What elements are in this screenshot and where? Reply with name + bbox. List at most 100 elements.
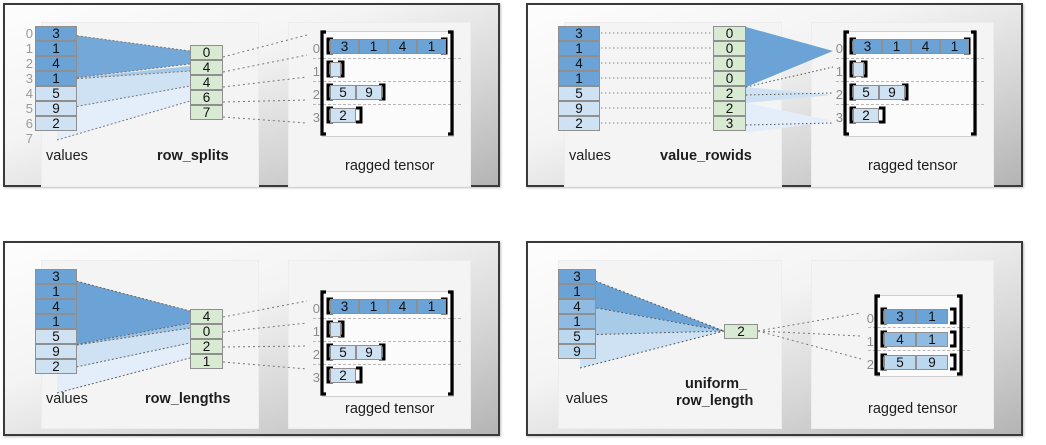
tensor-row-index: 2: [866, 357, 874, 372]
tensor-row-separator: [868, 327, 970, 328]
value-index-1: 1: [25, 41, 33, 56]
encoding-label: row_lengths: [145, 391, 231, 407]
tensor-cell: 1: [417, 299, 446, 314]
tensor-row-index: 1: [866, 334, 874, 349]
tensor-row-index: 0: [866, 311, 874, 326]
encoding-cell: 1: [190, 354, 223, 369]
tensor-cell: 1: [916, 309, 948, 324]
encoding-cell: 4: [190, 309, 223, 324]
panel-uniform-row-length: 3 1 4 1 5 9 2 0 1 2 3 1 4 1 5 9: [526, 241, 1023, 436]
value-cell: 3: [35, 26, 77, 41]
tensor-cell: 5: [884, 355, 916, 370]
value-index-4: 4: [25, 86, 33, 101]
encoding-cell: 4: [190, 60, 223, 75]
encoding-cell: 0: [190, 45, 223, 60]
tensor-cell: 4: [884, 332, 916, 347]
tensor-row-index: 2: [835, 87, 843, 102]
tensor-cell: 3: [330, 299, 359, 314]
values-label: values: [46, 148, 88, 164]
tensor-cell: 1: [882, 39, 911, 54]
tensor-row-separator: [836, 81, 984, 82]
tensor-row-index: 1: [312, 324, 320, 339]
value-cell: 1: [558, 41, 600, 56]
tensor-label: ragged tensor: [345, 401, 435, 417]
tensor-row-index: 1: [835, 64, 843, 79]
tensor-cell: 5: [330, 85, 356, 100]
value-cell: 5: [35, 86, 77, 101]
tensor-row-separator: [313, 104, 461, 105]
tensor-row-index: 3: [312, 370, 320, 385]
encoding-label: row_splits: [157, 148, 229, 164]
panel-row-lengths: 3 1 4 1 5 9 2 4 0 2 1 0 1 2 3: [3, 241, 500, 436]
value-cell: 9: [558, 101, 600, 116]
encoding-cell: 2: [724, 324, 758, 339]
value-cell: 5: [35, 329, 77, 344]
encoding-cell: 3: [713, 116, 746, 131]
value-index-2: 2: [25, 56, 33, 71]
value-cell: 5: [558, 329, 596, 344]
value-cell: 2: [35, 116, 77, 131]
tensor-cell: 1: [359, 299, 388, 314]
value-cell: 9: [35, 344, 77, 359]
tensor-cell: 3: [330, 39, 359, 54]
encoding-cell: 2: [713, 86, 746, 101]
encoding-cell: 6: [190, 90, 223, 105]
tensor-cell: 1: [940, 39, 969, 54]
tensor-label: ragged tensor: [868, 401, 958, 417]
tensor-row-separator: [313, 318, 461, 319]
values-label: values: [46, 391, 88, 407]
value-cell: 1: [558, 284, 596, 299]
tensor-cell: 1: [417, 39, 446, 54]
value-cell: 4: [558, 299, 596, 314]
value-index-0: 0: [25, 26, 33, 41]
value-cell: 3: [35, 269, 77, 284]
tensor-cell: 9: [356, 85, 382, 100]
encoding-label: value_rowids: [660, 148, 752, 164]
value-cell: 1: [558, 314, 596, 329]
tensor-empty-row-marker: [330, 62, 341, 77]
tensor-label: ragged tensor: [868, 158, 958, 174]
encoding-cell: 0: [190, 324, 223, 339]
tensor-empty-row-marker: [330, 322, 341, 337]
tensor-row-index: 0: [312, 41, 320, 56]
values-label: values: [566, 391, 608, 407]
value-index-6: 6: [25, 116, 33, 131]
value-cell: 4: [35, 56, 77, 71]
tensor-row-index: 1: [312, 64, 320, 79]
encoding-cell: 0: [713, 56, 746, 71]
tensor-cell: 5: [330, 345, 356, 360]
encoding-cell: 0: [713, 71, 746, 86]
encoding-cell: 0: [713, 26, 746, 41]
value-cell: 5: [558, 86, 600, 101]
tensor-row-separator: [313, 58, 461, 59]
tensor-row-index: 3: [835, 110, 843, 125]
tensor-empty-row-marker: [853, 62, 864, 77]
panel-row-splits: 0 1 2 3 4 5 6 7 3 1 4: [3, 3, 500, 187]
value-index-5: 5: [25, 101, 33, 116]
tensor-row-separator: [836, 104, 984, 105]
values-label: values: [569, 148, 611, 164]
encoding-label-line2: row_length: [676, 393, 754, 409]
tensor-cell: 4: [911, 39, 940, 54]
value-cell: 9: [558, 344, 596, 359]
tensor-row-index: 3: [312, 110, 320, 125]
encoding-cell: 4: [190, 75, 223, 90]
value-cell: 4: [35, 299, 77, 314]
tensor-row-index: 0: [312, 301, 320, 316]
tensor-cell: 5: [853, 85, 879, 100]
tensor-row-separator: [313, 341, 461, 342]
tensor-row-separator: [836, 58, 984, 59]
tensor-cell: 9: [916, 355, 948, 370]
encoding-cell: 2: [713, 101, 746, 116]
value-cell: 4: [558, 56, 600, 71]
tensor-cell: 3: [853, 39, 882, 54]
encoding-label-line1: uniform_: [685, 376, 748, 392]
tensor-cell: 4: [388, 39, 417, 54]
tensor-row-separator: [868, 350, 970, 351]
panel-value-rowids: 3 1 4 1 5 9 2 0 0 0 0 2 2 3 0 1 2 3: [526, 3, 1023, 187]
value-cell: 3: [558, 26, 600, 41]
tensor-row-index: 0: [835, 41, 843, 56]
value-cell: 1: [35, 314, 77, 329]
encoding-cell: 0: [713, 41, 746, 56]
